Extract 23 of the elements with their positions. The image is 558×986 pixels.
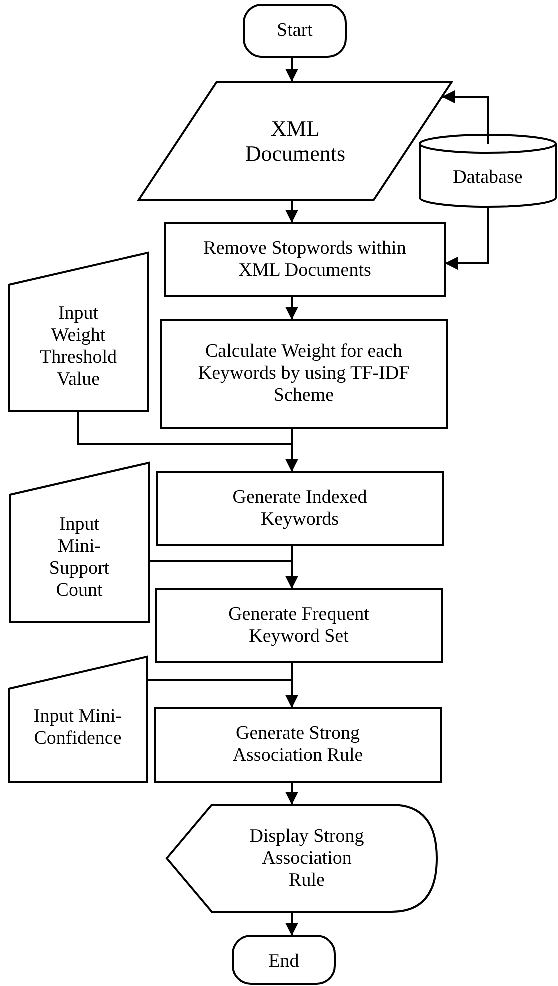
node-text: Remove Stopwords within XML Documents [202, 238, 408, 282]
node-text: Input Mini-Confidence [32, 706, 124, 750]
arrow [445, 207, 489, 270]
node-text: Generate Indexed Keywords [232, 486, 368, 530]
arrow [286, 200, 298, 223]
arrow [286, 912, 298, 936]
arrow [286, 296, 298, 320]
node-text: Database [453, 167, 523, 189]
arrow [286, 782, 298, 805]
node-text: Input Weight Threshold Value [38, 303, 118, 391]
node-text: Generate Frequent Keyword Set [228, 604, 370, 648]
node-text: Input Mini-Support Count [48, 514, 111, 602]
node-text: Generate Strong Association Rule [232, 723, 364, 767]
node-text: Calculate Weight for each Keywords by using TF-IDF Scheme [197, 341, 411, 407]
arrow [286, 57, 298, 82]
arrow [149, 560, 298, 589]
arrow [147, 679, 298, 708]
arrow [442, 90, 489, 144]
node-text: XML Documents [244, 116, 347, 166]
arrow [78, 411, 298, 472]
node-text: End [268, 951, 300, 973]
node-text: Display Strong Association Rule [248, 826, 366, 892]
node-text: Start [277, 20, 313, 42]
